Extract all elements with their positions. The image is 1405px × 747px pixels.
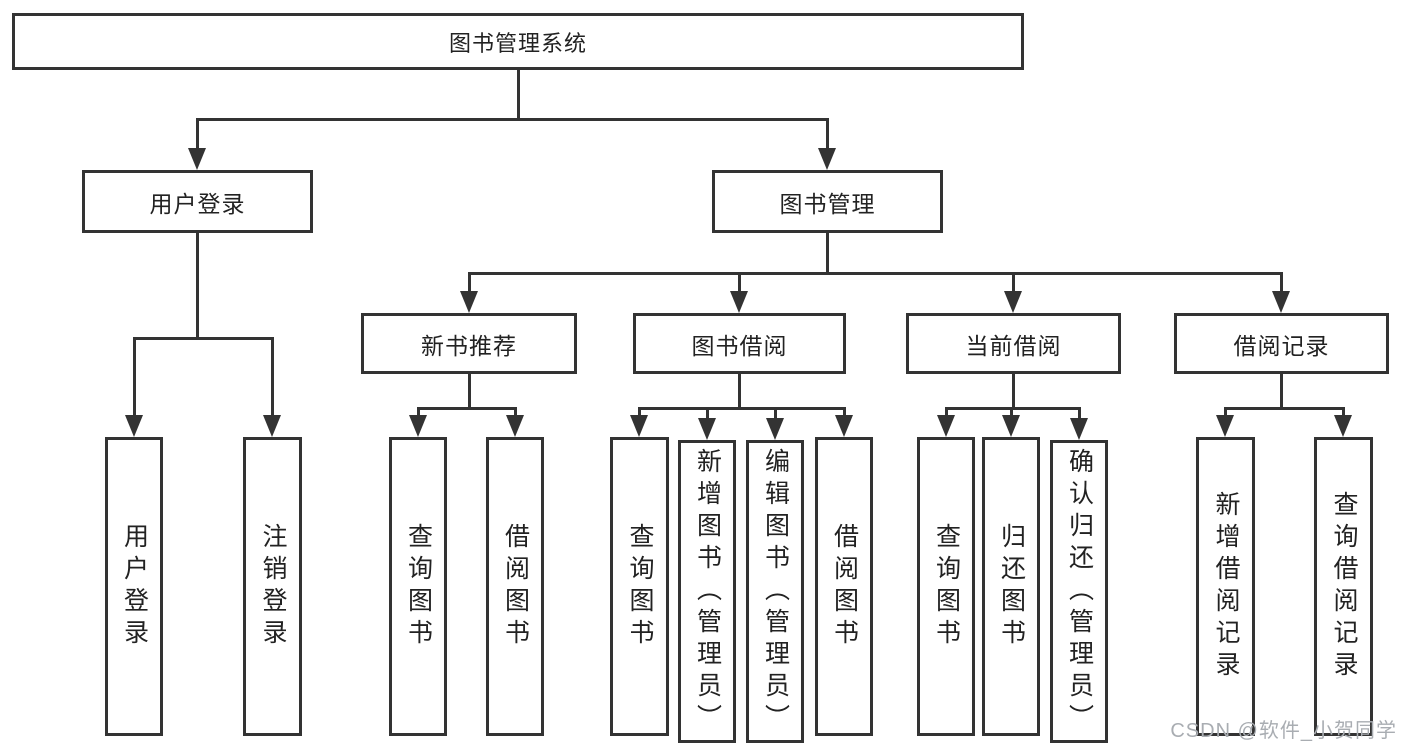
node-book-borrow: 图书借阅 — [633, 313, 846, 374]
connector-vline — [1224, 407, 1227, 419]
leaf-label: 查询借阅记录 — [1330, 490, 1358, 683]
node-new-book-recommend: 新书推荐 — [361, 313, 577, 374]
leaf-label: 注销登录 — [259, 522, 287, 651]
connector-vline — [774, 407, 777, 421]
leaf-add-borrow-record: 新增借阅记录 — [1196, 437, 1255, 736]
arrowhead-down — [1272, 291, 1290, 313]
connector-hline — [417, 407, 517, 410]
leaf-borrow-books: 借阅图书 — [815, 437, 873, 736]
arrowhead-down — [698, 418, 716, 440]
leaf-label: 编辑图书（管理员） — [761, 447, 790, 736]
node-book-management: 图书管理 — [712, 170, 943, 233]
leaf-query-borrow-record: 查询借阅记录 — [1314, 437, 1373, 736]
arrowhead-down — [766, 418, 784, 440]
node-user-login: 用户登录 — [82, 170, 313, 233]
leaf-label: 借阅图书 — [501, 522, 530, 651]
leaf-label: 新增图书（管理员） — [693, 447, 722, 736]
connector-vline — [468, 272, 471, 292]
leaf-label: 查询图书 — [626, 522, 654, 651]
leaf-label: 确认归还（管理员） — [1065, 447, 1094, 736]
leaf-label: 借阅图书 — [830, 522, 859, 651]
leaf-label: 查询图书 — [404, 522, 433, 651]
csdn-watermark: CSDN @软件_小贺同学 — [1170, 720, 1397, 742]
connector-vline — [1010, 407, 1013, 419]
connector-vline — [196, 232, 199, 339]
connector-hline — [133, 337, 273, 340]
connector-hline — [468, 272, 1282, 275]
arrowhead-down — [1070, 418, 1088, 440]
arrowhead-down — [506, 415, 524, 437]
arrowhead-down — [263, 415, 281, 437]
connector-vline — [1342, 407, 1345, 419]
arrowhead-down — [125, 415, 143, 437]
arrowhead-down — [835, 415, 853, 437]
leaf-edit-books-admin: 编辑图书（管理员） — [746, 440, 804, 743]
arrowhead-down — [460, 291, 478, 313]
leaf-query-books-borrow: 查询图书 — [610, 437, 669, 736]
arrowhead-down — [1002, 415, 1020, 437]
connector-vline — [1012, 272, 1015, 292]
arrowhead-down — [937, 415, 955, 437]
connector-vline — [1280, 373, 1283, 409]
connector-vline — [468, 373, 471, 409]
leaf-user-login: 用户登录 — [105, 437, 163, 736]
leaf-logout: 注销登录 — [243, 437, 302, 736]
connector-vline — [826, 232, 829, 274]
connector-vline — [196, 118, 199, 154]
arrowhead-down — [630, 415, 648, 437]
arrowhead-down — [818, 148, 836, 170]
connector-hline — [638, 407, 845, 410]
arrowhead-down — [1004, 291, 1022, 313]
arrowhead-down — [730, 291, 748, 313]
leaf-return-books: 归还图书 — [982, 437, 1040, 736]
leaf-label: 归还图书 — [997, 522, 1026, 651]
leaf-query-books-current: 查询图书 — [917, 437, 975, 736]
connector-vline — [514, 407, 517, 419]
leaf-label: 新增借阅记录 — [1212, 490, 1240, 683]
connector-hline — [1224, 407, 1344, 410]
connector-vline — [1078, 407, 1081, 421]
connector-vline — [738, 373, 741, 409]
leaf-query-books-recommend: 查询图书 — [389, 437, 447, 736]
connector-vline — [1012, 373, 1015, 409]
arrowhead-down — [188, 148, 206, 170]
leaf-add-books-admin: 新增图书（管理员） — [678, 440, 736, 743]
connector-vline — [133, 337, 136, 419]
connector-vline — [706, 407, 709, 421]
connector-vline — [1280, 272, 1283, 292]
connector-vline — [738, 272, 741, 292]
connector-vline — [638, 407, 641, 419]
leaf-label: 查询图书 — [932, 522, 961, 651]
node-borrow-records: 借阅记录 — [1174, 313, 1389, 374]
arrowhead-down — [409, 415, 427, 437]
arrowhead-down — [1334, 415, 1352, 437]
leaf-label: 用户登录 — [120, 522, 149, 651]
connector-vline — [417, 407, 420, 419]
arrowhead-down — [1216, 415, 1234, 437]
leaf-borrow-books-recommend: 借阅图书 — [486, 437, 544, 736]
node-current-borrow: 当前借阅 — [906, 313, 1121, 374]
connector-vline — [271, 337, 274, 419]
node-root-library-system: 图书管理系统 — [12, 13, 1024, 70]
connector-hline — [196, 118, 829, 121]
connector-vline — [826, 118, 829, 154]
connector-vline — [843, 407, 846, 419]
connector-vline — [945, 407, 948, 419]
leaf-confirm-return-admin: 确认归还（管理员） — [1050, 440, 1108, 743]
connector-vline — [517, 69, 520, 120]
